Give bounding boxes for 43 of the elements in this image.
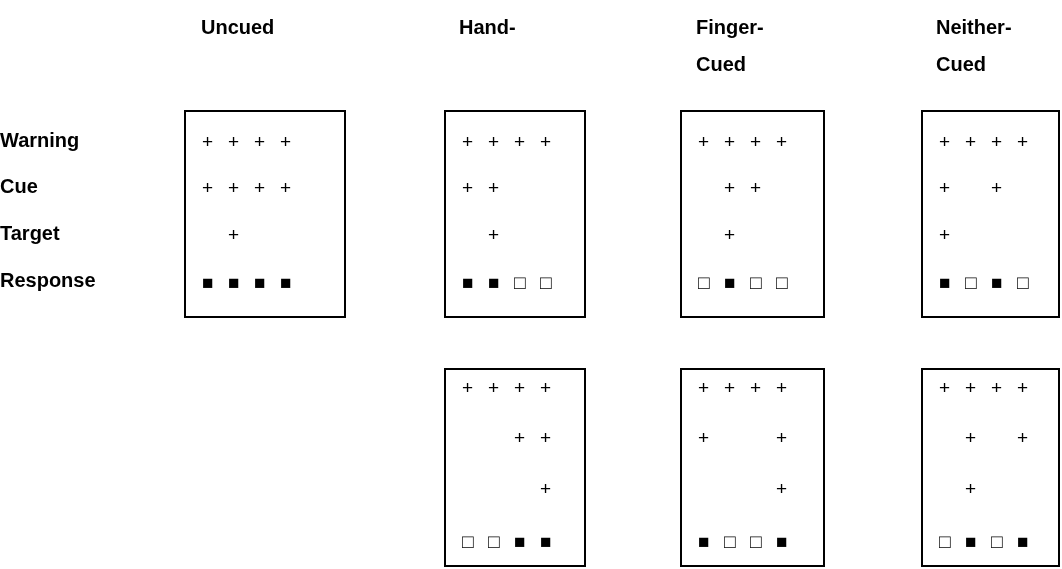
response-squares: ■ ■ □ □	[462, 272, 552, 294]
trial-box	[680, 368, 825, 567]
plus-signs: + + + +	[202, 131, 292, 153]
plus-signs: +	[228, 224, 240, 246]
plus-signs: +	[488, 224, 500, 246]
plus-signs: +	[724, 224, 736, 246]
row-label: Target	[0, 221, 61, 246]
plus-signs: +	[939, 224, 951, 246]
plus-signs: + +	[698, 427, 788, 449]
column-heading: Finger- Cued	[696, 15, 765, 77]
row-label: Response	[0, 268, 97, 293]
plus-signs: + +	[514, 427, 552, 449]
row-label: Warning	[0, 128, 81, 153]
plus-signs: + + + +	[939, 377, 1029, 399]
plus-signs: + +	[724, 177, 762, 199]
plus-signs: + + + +	[202, 177, 292, 199]
plus-signs: + +	[939, 177, 1003, 199]
column-heading: Uncued	[201, 15, 276, 40]
plus-signs: +	[540, 478, 552, 500]
plus-signs: + + + +	[462, 377, 552, 399]
trial-box	[184, 110, 346, 318]
response-squares: □ ■ □ ■	[939, 531, 1029, 553]
plus-signs: +	[776, 478, 788, 500]
plus-signs: + +	[462, 177, 500, 199]
trial-box	[444, 368, 586, 567]
trial-box	[921, 110, 1060, 318]
row-label: Cue	[0, 174, 39, 199]
plus-signs: + + + +	[939, 131, 1029, 153]
response-squares: □ □ ■ ■	[462, 531, 552, 553]
response-squares: ■ □ ■ □	[939, 272, 1029, 294]
trial-box	[680, 110, 825, 318]
trial-box	[921, 368, 1060, 567]
plus-signs: + + + +	[462, 131, 552, 153]
column-heading: Hand-	[459, 15, 517, 40]
trial-box	[444, 110, 586, 318]
response-squares: □ ■ □ □	[698, 272, 788, 294]
plus-signs: + +	[965, 427, 1029, 449]
response-squares: ■ ■ ■ ■	[202, 272, 292, 294]
plus-signs: +	[965, 478, 977, 500]
plus-signs: + + + +	[698, 131, 788, 153]
response-squares: ■ □ □ ■	[698, 531, 788, 553]
plus-signs: + + + +	[698, 377, 788, 399]
column-heading: Neither- Cued	[936, 15, 1013, 77]
